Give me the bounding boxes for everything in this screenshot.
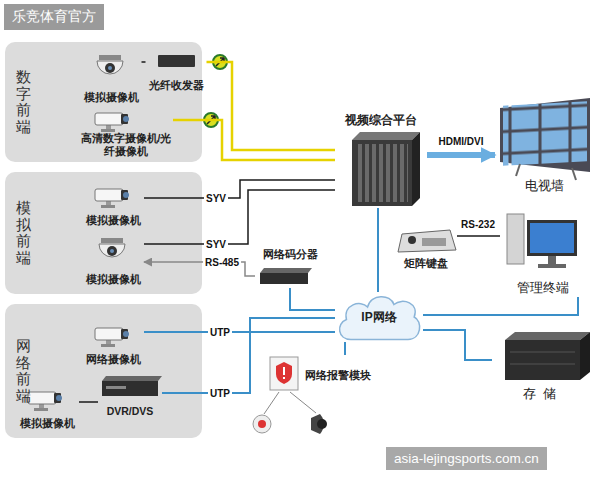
signal-label: SYV: [204, 193, 228, 204]
dvr-node: DVR/DVS: [98, 372, 162, 418]
node-label: 矩阵键盘: [404, 257, 448, 270]
node-label: 高清数字摄像机/光纤摄像机: [79, 132, 173, 158]
connector: [173, 120, 335, 160]
transceiver-icon: [158, 55, 195, 67]
platform-node: 视频综合平台: [335, 113, 427, 208]
connector: [290, 288, 335, 310]
node-label: 网络码分器: [263, 248, 318, 261]
dvr-icon: [102, 376, 162, 396]
tv-wall-node: 电视墙: [495, 95, 593, 195]
node-label: 网络报警模块: [305, 369, 371, 383]
connector: [423, 297, 578, 315]
watermark: asia-lejingsports.com.cn: [386, 447, 547, 470]
tv-wall-icon: [500, 98, 590, 180]
signal-label: RS-485: [203, 257, 241, 268]
signal-label: UTP: [208, 327, 232, 338]
connector: [142, 61, 146, 63]
node-label: 管理终端: [517, 281, 569, 297]
camera-node: 高清数字摄像机/光纤摄像机: [79, 110, 173, 158]
connector: [144, 190, 335, 244]
panel-heading: 网络前端: [16, 338, 31, 404]
keyboard-icon: [398, 230, 456, 252]
connector: [144, 180, 335, 198]
connector: [144, 331, 335, 333]
terminal-node: 管理终端: [500, 205, 585, 297]
node-label: 模拟摄像机: [20, 417, 75, 430]
signal-label: RS-232: [459, 219, 497, 230]
camera-node: 模拟摄像机: [82, 234, 144, 286]
front-panel: 网络前端 网络摄像机 DVR/DVS 模拟摄像机: [5, 304, 202, 438]
signal-label: UTP: [208, 388, 232, 399]
camera-node: 网络摄像机: [82, 322, 144, 366]
keyboard-node: 矩阵键盘: [395, 224, 457, 270]
transceiver-node: 光纤收发器: [146, 50, 207, 92]
node-label: 视频综合平台: [345, 113, 417, 128]
node-label: 光纤收发器: [149, 79, 204, 92]
connector: [344, 342, 346, 355]
signal-label: SYV: [204, 239, 228, 250]
alarm-icon: [253, 357, 327, 434]
alarm-node: 网络报警模块: [265, 355, 383, 397]
panel-heading: 模拟前端: [16, 200, 31, 266]
platform-rack: [352, 132, 420, 206]
node-label: IP网络: [361, 310, 396, 325]
connector: [207, 62, 336, 150]
splitter-icon: [260, 268, 312, 284]
connector: [427, 152, 495, 158]
node-label: 存储: [523, 387, 564, 403]
front-panel: 模拟前端模拟摄像机模拟摄像机: [5, 172, 202, 294]
terminal-icon: [507, 214, 577, 268]
node-label: 模拟摄像机: [84, 91, 139, 104]
camera-node: 模拟摄像机: [81, 52, 142, 104]
cloud-shape: [340, 297, 420, 340]
connector: [79, 401, 98, 403]
cloud-node: IP网络: [335, 292, 423, 342]
connector: [457, 235, 500, 237]
camera-node: 模拟摄像机: [82, 183, 144, 227]
node-label: 网络摄像机: [86, 353, 141, 366]
node-label: 电视墙: [525, 179, 564, 195]
storage-node: 存储: [492, 328, 587, 403]
watermark: 乐竞体育官方: [4, 4, 104, 30]
fiber-symbols: [204, 55, 227, 127]
front-panel: 数字前端 模拟摄像机光纤收发器高清数字摄像机/光纤摄像机: [5, 42, 202, 162]
splitter-node: 网络码分器: [255, 248, 325, 288]
connector: [377, 208, 379, 292]
connector: [162, 318, 335, 393]
signal-label: HDMI/DVI: [437, 136, 486, 147]
node-label: 模拟摄像机: [86, 214, 141, 227]
connector: [423, 330, 492, 360]
node-label: DVR/DVS: [107, 405, 154, 418]
node-label: 模拟摄像机: [86, 273, 141, 286]
storage-icon: [505, 332, 590, 380]
camera-icons: [28, 55, 129, 411]
panel-heading: 数字前端: [16, 69, 31, 135]
